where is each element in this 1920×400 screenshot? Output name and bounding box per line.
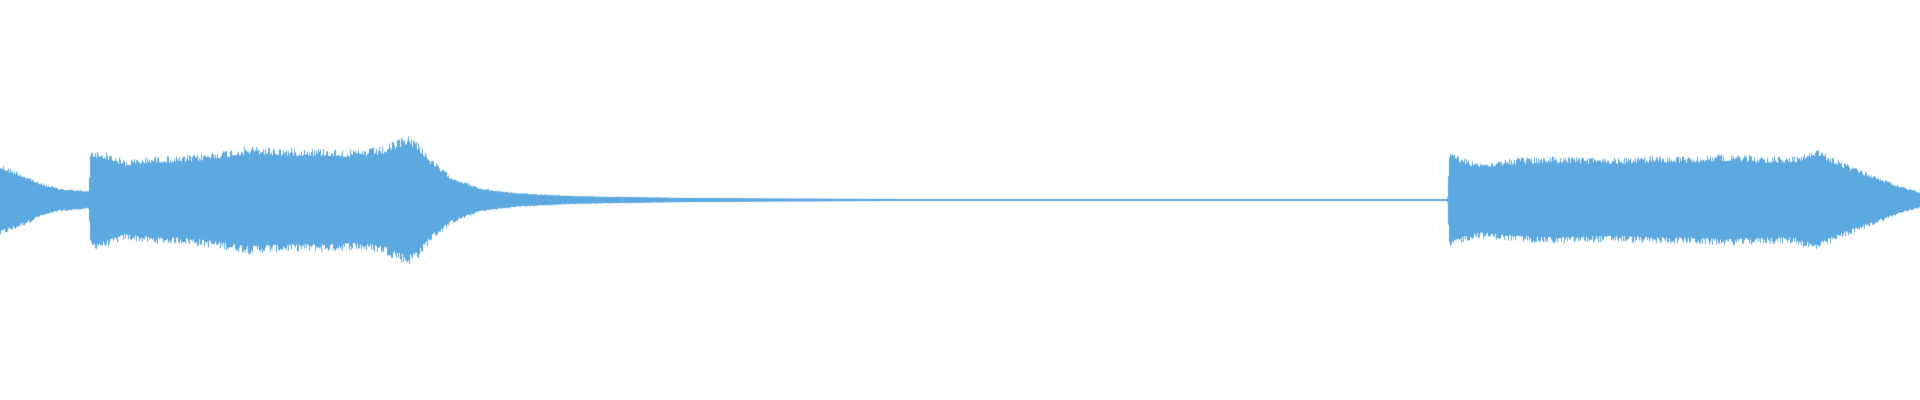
audio-waveform[interactable] [0,0,1920,400]
waveform-canvas[interactable] [0,0,1920,400]
